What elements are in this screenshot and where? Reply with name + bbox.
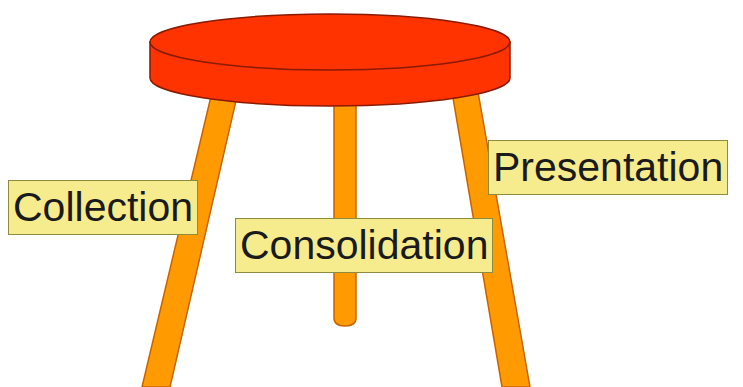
stool-leg-label: Consolidation	[240, 221, 488, 270]
stool-seat-top	[150, 14, 510, 70]
label-box: Collection	[8, 180, 198, 235]
stool-leg	[142, 92, 238, 387]
stool-leg-label: Collection	[13, 183, 193, 232]
label-box: Consolidation	[235, 218, 493, 273]
stool-leg-label: Presentation	[493, 143, 723, 192]
stool-leg	[334, 95, 356, 326]
label-box: Presentation	[488, 140, 728, 195]
